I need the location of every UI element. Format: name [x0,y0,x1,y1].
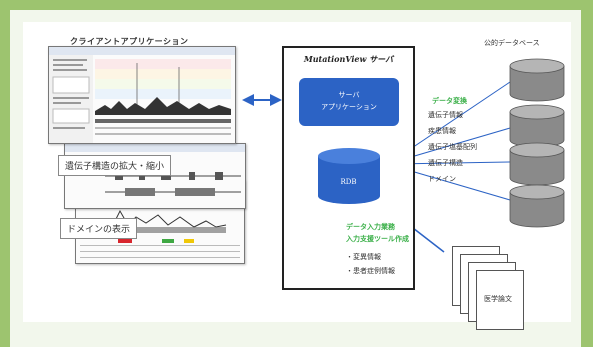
public-db-cylinder-3 [509,142,565,186]
public-db-cylinder-1 [509,58,565,102]
rdb-label: RDB [340,178,357,186]
mutationview-server-box: MutationView サーバ サーバ アプリケーション RDB [282,46,415,290]
data-input-title-1: データ入力業務 [346,222,395,231]
rdb-cylinder [318,148,380,204]
medical-paper-label: 医学論文 [484,295,512,303]
data-conversion-label: データ変換 [432,96,467,105]
public-db-cylinder-4 [509,184,565,228]
server-app-label-line1: サーバ [338,91,360,99]
caption-gene-structure-zoom: 遺伝子構造の拡大・縮小 [58,155,172,176]
main-view-thumbnail [49,47,235,143]
input-item-patient: ・患者症例情報 [346,267,395,275]
server-title: MutationView サーバ [303,54,394,64]
public-db-item-5: ドメイン [428,175,456,183]
public-db-item-2: 疾患情報 [428,127,456,135]
public-db-item-4: 遺伝子構造 [428,159,463,167]
screenshot-gene-structure [64,143,246,209]
input-item-mutation: ・変異情報 [346,253,381,261]
public-db-item-3: 遺伝子塩基配列 [428,143,477,151]
public-db-item-1: 遺伝子情報 [428,111,463,119]
public-db-title: 公的データベース [484,39,540,47]
server-app-label-line2: アプリケーション [321,103,377,111]
gene-structure-thumbnail [65,144,245,196]
caption-domain-display: ドメインの表示 [60,218,138,239]
data-input-title-2: 入力支援ツール作成 [346,234,409,243]
client-app-title: クライアントアプリケーション [70,36,189,46]
public-db-cylinder-2 [509,104,565,148]
paper-page-4 [476,270,524,330]
server-application-box: サーバ アプリケーション [299,78,399,126]
screenshot-main-view [48,46,236,144]
